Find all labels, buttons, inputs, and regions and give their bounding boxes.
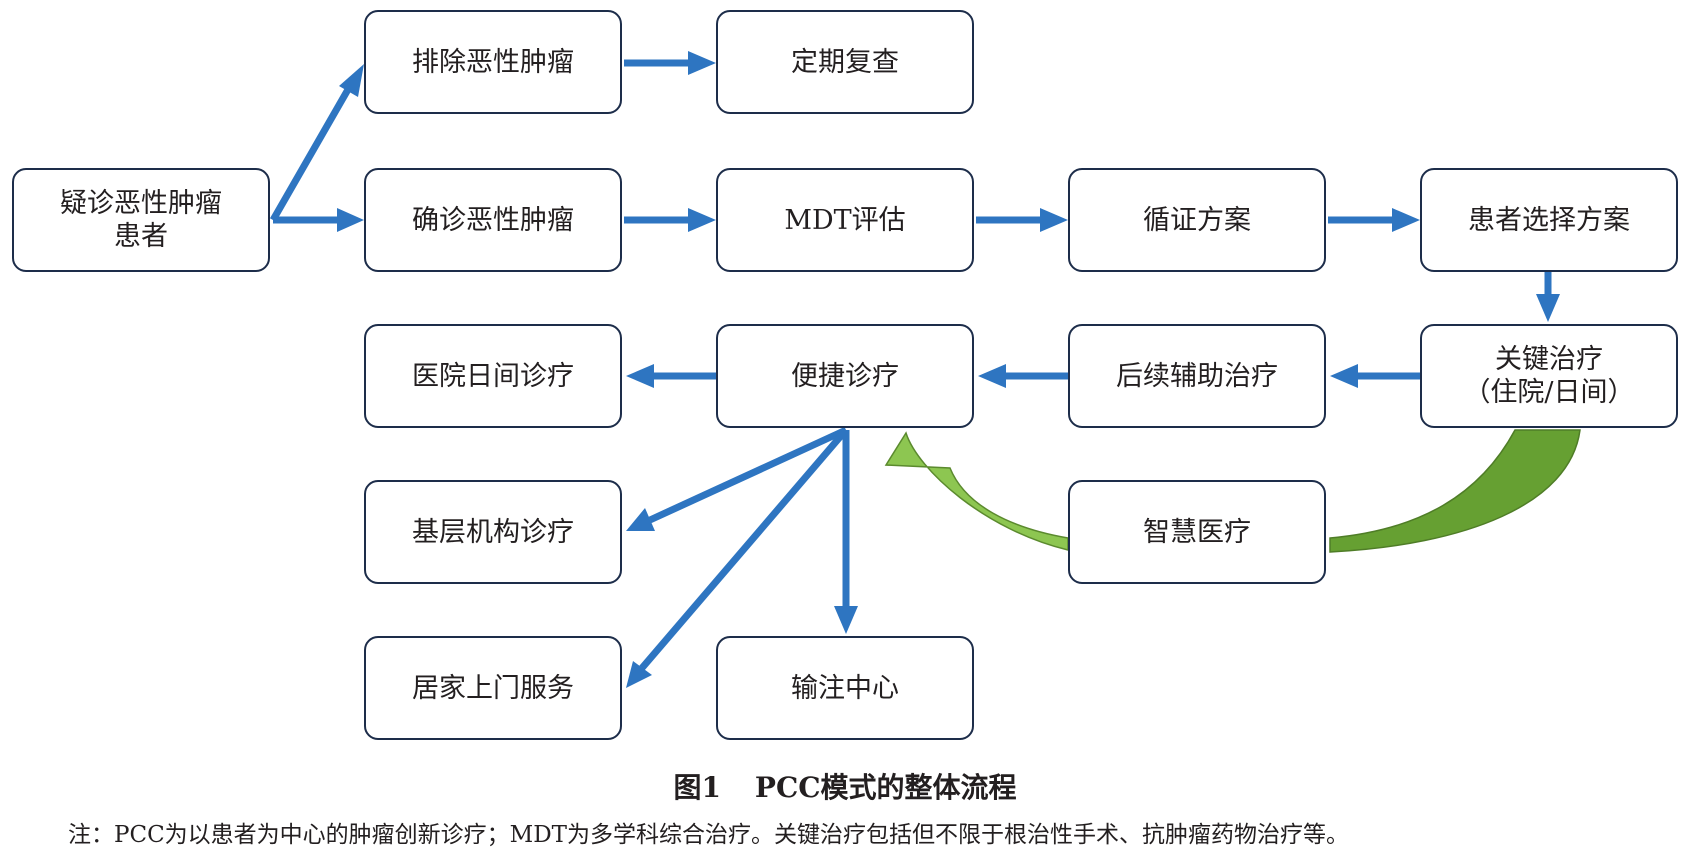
node-dayward-label: 医院日间诊疗 bbox=[412, 360, 574, 392]
node-convenient-label: 便捷诊疗 bbox=[791, 360, 899, 392]
node-evidence-label: 循证方案 bbox=[1143, 204, 1251, 236]
node-confirm-label: 确诊恶性肿瘤 bbox=[412, 204, 574, 236]
arrow-heads bbox=[337, 51, 1560, 688]
smart-arrow-light bbox=[884, 431, 1069, 551]
node-primary-care: 基层机构诊疗 bbox=[364, 480, 622, 584]
node-mdt-assessment: MDT评估 bbox=[716, 168, 974, 272]
node-adjuvant-treatment: 后续辅助治疗 bbox=[1068, 324, 1326, 428]
figure-number: 图1 bbox=[673, 771, 721, 804]
node-primary-label: 基层机构诊疗 bbox=[412, 516, 574, 548]
arrow-shafts bbox=[269, 59, 1552, 671]
node-smart-medicine: 智慧医疗 bbox=[1068, 480, 1326, 584]
node-smart-label: 智慧医疗 bbox=[1143, 516, 1251, 548]
node-confirm-malignancy: 确诊恶性肿瘤 bbox=[364, 168, 622, 272]
figure-note: 注：PCC为以患者为中心的肿瘤创新诊疗；MDT为多学科综合治疗。关键治疗包括但不… bbox=[68, 822, 1350, 848]
node-suspect-line2: 患者 bbox=[114, 221, 168, 252]
figure-title: PCC模式的整体流程 bbox=[754, 771, 1017, 804]
node-infusion-center: 输注中心 bbox=[716, 636, 974, 740]
node-convenient-care: 便捷诊疗 bbox=[716, 324, 974, 428]
node-choice-label: 患者选择方案 bbox=[1468, 204, 1630, 236]
node-key-line1: 关键治疗 bbox=[1495, 344, 1603, 375]
node-suspect-line1: 疑诊恶性肿瘤 bbox=[60, 188, 222, 219]
figure-caption: 图1 PCC模式的整体流程 bbox=[0, 766, 1690, 806]
node-exclude-label: 排除恶性肿瘤 bbox=[412, 46, 574, 78]
node-suspect-patient: 疑诊恶性肿瘤 患者 bbox=[12, 168, 270, 272]
smart-arrow-dark bbox=[1329, 429, 1581, 553]
node-evidence-plan: 循证方案 bbox=[1068, 168, 1326, 272]
node-exclude-malignancy: 排除恶性肿瘤 bbox=[364, 10, 622, 114]
node-mdt-label: MDT评估 bbox=[784, 204, 906, 236]
node-infusion-label: 输注中心 bbox=[791, 672, 899, 704]
node-key-treatment: 关键治疗 （住院/日间） bbox=[1420, 324, 1678, 428]
node-home-service: 居家上门服务 bbox=[364, 636, 622, 740]
node-adjuvant-label: 后续辅助治疗 bbox=[1116, 360, 1278, 392]
node-home-label: 居家上门服务 bbox=[412, 672, 574, 704]
node-patient-choice: 患者选择方案 bbox=[1420, 168, 1678, 272]
node-followup-label: 定期复查 bbox=[791, 46, 899, 78]
node-hospital-day-care: 医院日间诊疗 bbox=[364, 324, 622, 428]
node-key-line2: （住院/日间） bbox=[1463, 377, 1635, 408]
node-regular-followup: 定期复查 bbox=[716, 10, 974, 114]
